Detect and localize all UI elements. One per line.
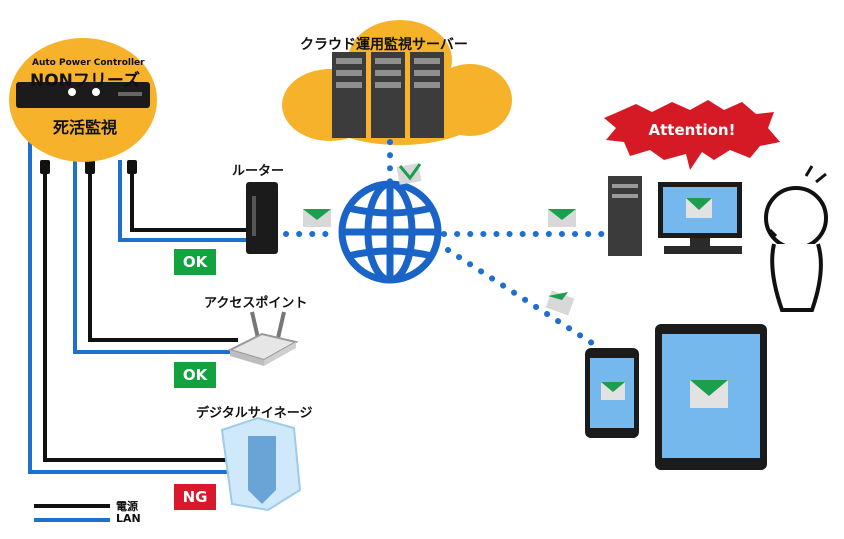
attention-burst: Attention! [604, 100, 780, 170]
globe-icon [338, 180, 442, 284]
mail-icon-cloud [396, 163, 422, 185]
router-status-badge: OK [174, 249, 216, 275]
controller-name: NONフリーズ [30, 71, 141, 91]
access-point-icon [227, 311, 299, 366]
smartphone-icon [585, 348, 639, 438]
access-point-label: アクセスポイント [204, 296, 308, 311]
controller-subtitle: Auto Power Controller [32, 58, 145, 68]
frozen-signage-icon [220, 416, 302, 512]
controller-caption: 死活監視 [53, 118, 118, 137]
attention-text: Attention! [649, 121, 736, 139]
mail-icon-router [303, 209, 331, 227]
access-point-status-badge: OK [174, 362, 216, 388]
server-rack-icon [332, 52, 444, 138]
mail-icon-tablet [545, 290, 575, 316]
router-icon [246, 182, 278, 254]
signage-status-badge: NG [174, 484, 216, 510]
legend-power-label: 電源 [116, 500, 138, 513]
tablet-icon [655, 324, 767, 470]
mail-icon-pc [548, 209, 576, 227]
desktop-pc-icon [608, 176, 742, 256]
network-links [283, 139, 611, 348]
signage-label: デジタルサイネージ [196, 406, 313, 421]
plug-icons [40, 160, 137, 174]
person-icon [764, 186, 828, 312]
cable-access-point [73, 160, 238, 354]
legend-lan-label: LAN [116, 512, 141, 525]
surprise-marks [804, 165, 827, 184]
cable-router [118, 160, 258, 242]
cable-signage [28, 120, 230, 474]
controller-device [9, 38, 157, 162]
router-label: ルーター [232, 164, 285, 179]
cloud-label: クラウド運用監視サーバー [300, 37, 468, 53]
